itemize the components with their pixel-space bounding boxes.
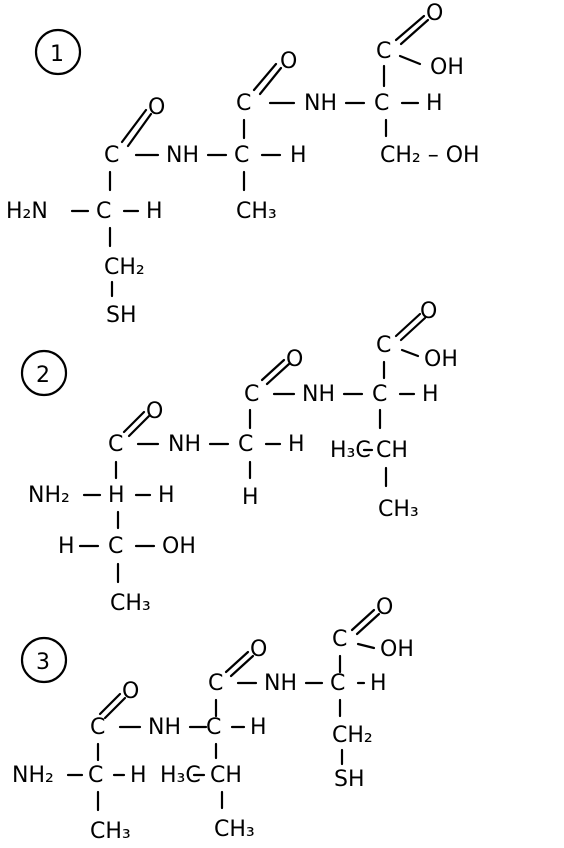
- atom-label: H: [242, 485, 259, 510]
- atom-label: C: [104, 143, 119, 168]
- atom-label: O: [146, 399, 163, 424]
- atom-label: OH: [430, 55, 464, 80]
- bond: [252, 62, 278, 92]
- structure-number: 3: [36, 650, 50, 675]
- atom-label: H: [108, 483, 125, 508]
- bond: [356, 642, 376, 650]
- atom-label: O: [122, 679, 139, 704]
- atom-label: H: [422, 382, 439, 407]
- structure-number-circle: [34, 28, 82, 76]
- atom-label: O: [250, 637, 267, 662]
- atom-label: H: [130, 763, 147, 788]
- atom-label: H₂N: [6, 199, 48, 224]
- atom-label: H: [58, 534, 75, 559]
- atom-label: C: [236, 91, 251, 116]
- structure-3: 3 O C NH NH₂ C H CH₃ O C NH C H H₃C CH C…: [12, 595, 414, 844]
- atom-label: C: [238, 432, 253, 457]
- atom-label: CH₂ – OH: [380, 143, 480, 168]
- atom-label: OH: [424, 347, 458, 372]
- atom-label: C: [208, 671, 223, 696]
- atom-label: OH: [380, 637, 414, 662]
- atom-label: C: [330, 671, 345, 696]
- atom-label: CH₃: [90, 819, 131, 844]
- bond: [224, 650, 250, 674]
- bond: [260, 358, 286, 382]
- atom-label: H: [370, 671, 387, 696]
- atom-label: H: [146, 199, 163, 224]
- atom-label: OH: [162, 534, 196, 559]
- atom-label: CH₃: [378, 497, 419, 522]
- atom-label: C: [332, 627, 347, 652]
- atom-label: CH₂: [104, 255, 145, 280]
- atom-label: O: [280, 49, 297, 74]
- structure-number: 1: [50, 42, 64, 67]
- atom-label: NH: [302, 382, 335, 407]
- structure-2: 2 O C NH NH₂ H H H C OH CH₃ O C NH C H: [20, 299, 458, 616]
- bond: [265, 362, 291, 386]
- atom-label: NH₂: [12, 763, 54, 788]
- atom-label: C: [90, 715, 105, 740]
- atom-label: CH: [376, 438, 408, 463]
- bond: [400, 348, 420, 358]
- bond: [394, 14, 426, 42]
- atom-label: C: [244, 382, 259, 407]
- atom-label: NH: [168, 432, 201, 457]
- atom-label: NH: [264, 671, 297, 696]
- atom-label: O: [286, 347, 303, 372]
- bond: [355, 612, 381, 636]
- atom-label: C: [88, 763, 103, 788]
- atom-label: C: [376, 39, 391, 64]
- atom-label: CH₃: [236, 199, 277, 224]
- atom-label: SH: [106, 303, 137, 328]
- atom-label: H: [426, 91, 443, 116]
- atom-label: CH: [210, 763, 242, 788]
- bond: [399, 18, 430, 46]
- atom-label: NH: [304, 91, 337, 116]
- atom-label: H: [290, 143, 307, 168]
- bond: [122, 410, 146, 434]
- atom-label: H: [158, 483, 175, 508]
- bond: [126, 112, 153, 148]
- structure-number: 2: [36, 363, 50, 388]
- structure-number-circle: [20, 636, 68, 684]
- atom-label: O: [148, 95, 165, 120]
- atom-label: C: [376, 333, 391, 358]
- bond: [120, 108, 148, 144]
- atom-label: H: [250, 715, 267, 740]
- bond: [258, 66, 283, 96]
- atom-label: H: [288, 432, 305, 457]
- bond: [98, 692, 122, 716]
- bond: [398, 54, 422, 66]
- bond: [103, 696, 127, 720]
- atom-label: C: [374, 91, 389, 116]
- atom-label: C: [108, 534, 123, 559]
- atom-label: O: [376, 595, 393, 620]
- atom-label: C: [96, 199, 111, 224]
- atom-label: C: [372, 382, 387, 407]
- bond: [350, 608, 376, 632]
- bond: [399, 316, 427, 342]
- atom-label: C: [234, 143, 249, 168]
- atom-label: CH₃: [214, 817, 255, 842]
- bond: [394, 312, 422, 338]
- atom-label: SH: [334, 767, 365, 792]
- atom-label: CH₃: [110, 591, 151, 616]
- atom-label: CH₂: [332, 723, 373, 748]
- atom-label: C: [206, 715, 221, 740]
- atom-label: NH: [148, 715, 181, 740]
- structure-1: 1 O C NH H₂N C H CH₂ SH O C NH C H CH₃ O: [6, 1, 480, 328]
- atom-label: NH: [166, 143, 199, 168]
- atom-label: C: [108, 432, 123, 457]
- bond: [127, 414, 151, 438]
- structure-number-circle: [20, 349, 68, 397]
- bond: [229, 654, 255, 678]
- atom-label: NH₂: [28, 483, 70, 508]
- atom-label: O: [426, 1, 443, 26]
